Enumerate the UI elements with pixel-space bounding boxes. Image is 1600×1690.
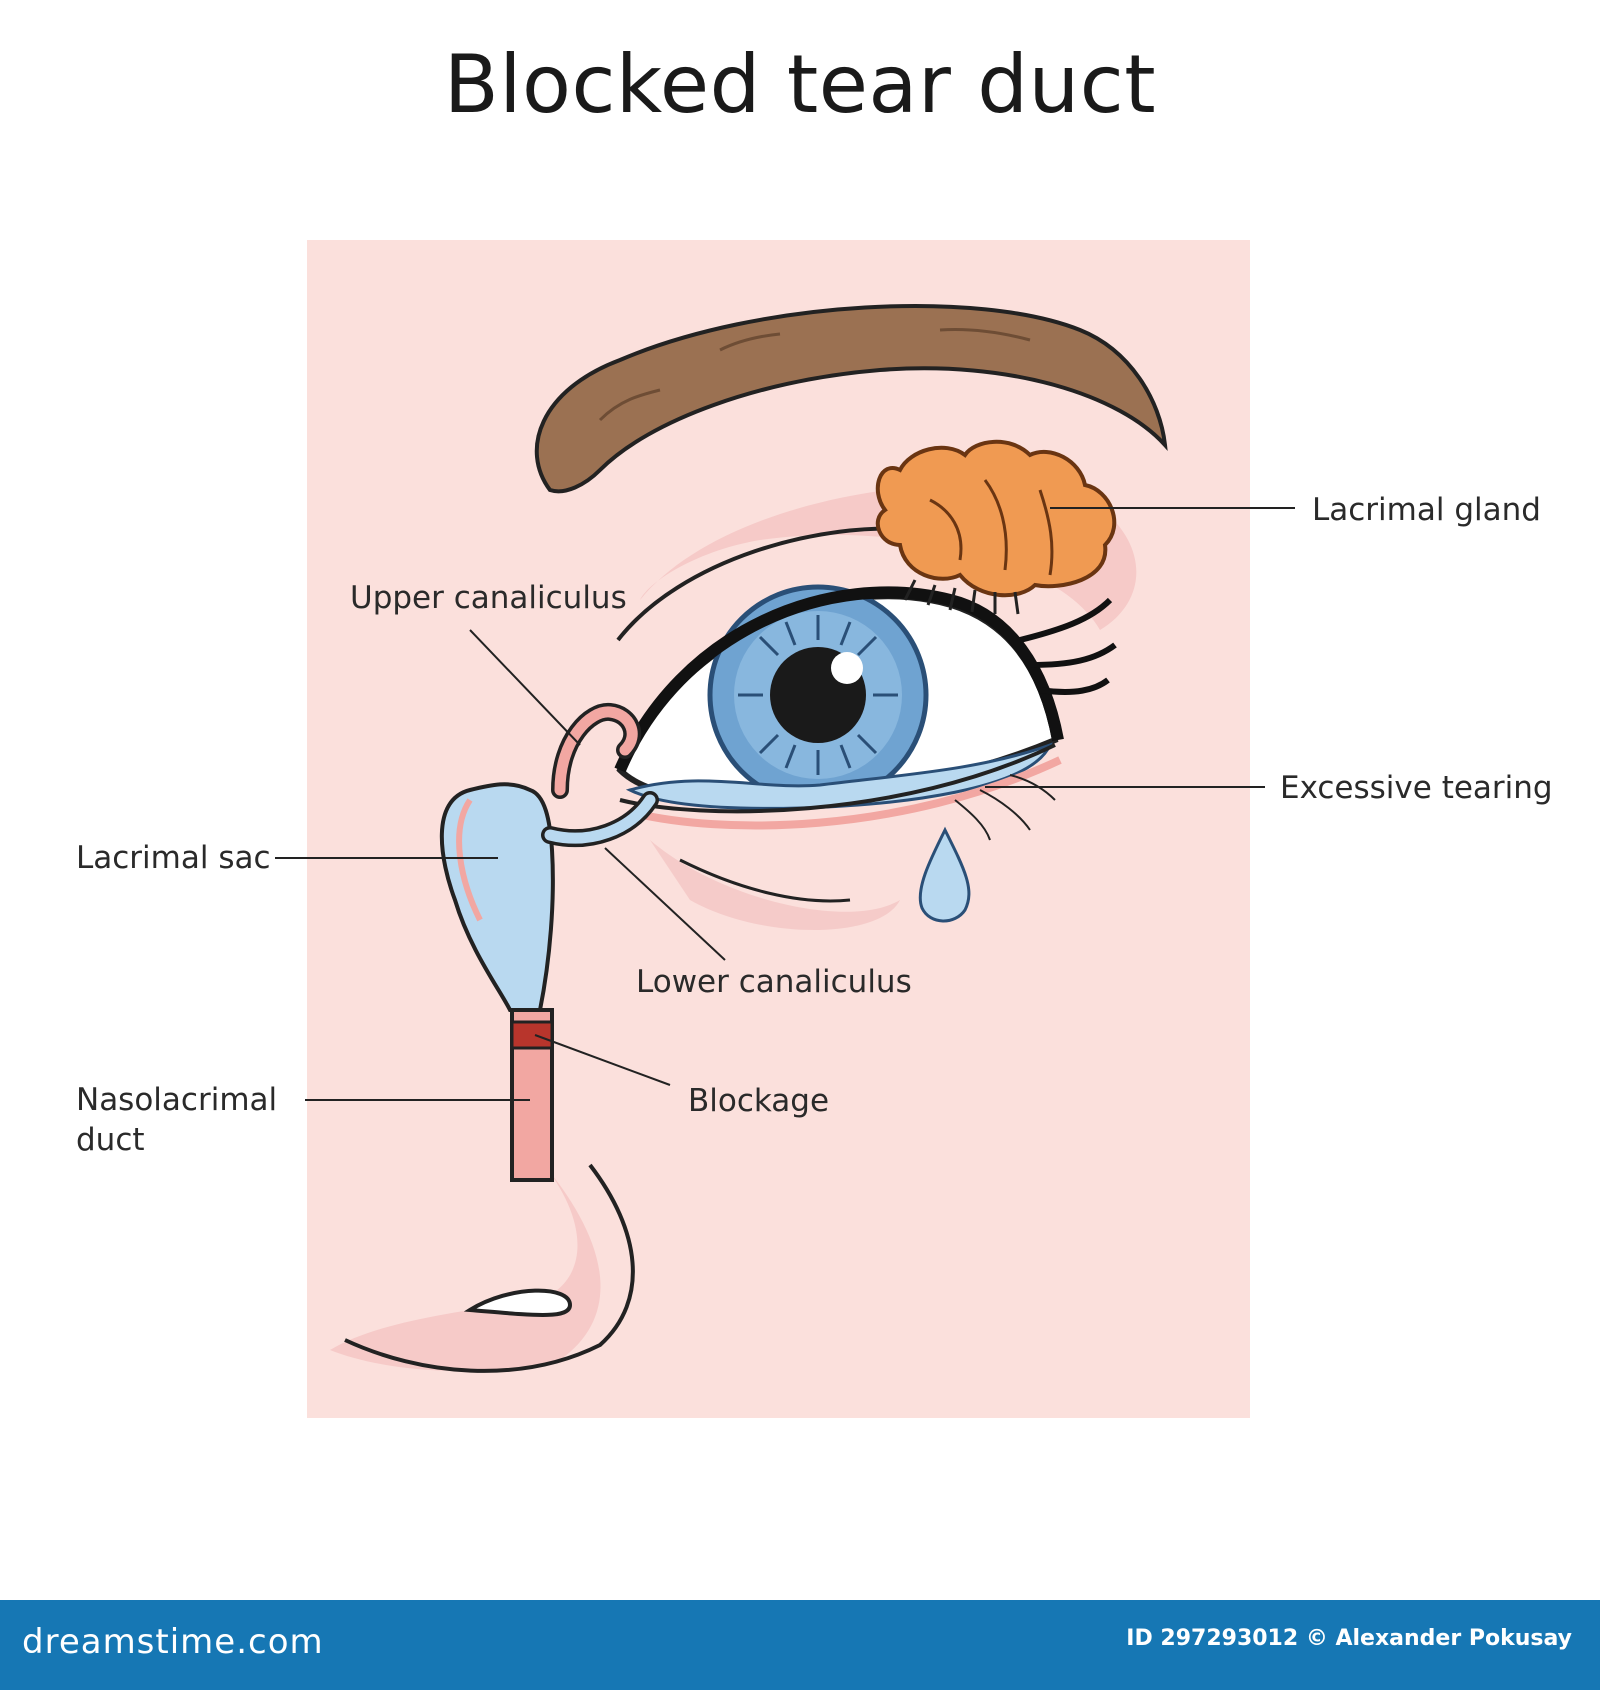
- label-lower-canaliculus: Lower canaliculus: [636, 964, 912, 1000]
- upper-lash-line: [614, 586, 1064, 773]
- lower-eye-crease: [679, 858, 851, 903]
- label-excessive-tearing: Excessive tearing: [1280, 770, 1553, 806]
- tear-pool: [625, 742, 1053, 810]
- label-nasolacrimal-duct-line1: Nasolacrimal: [76, 1082, 278, 1118]
- under-eye-shadow: [650, 840, 900, 930]
- footer-bar: dreamstime.com ID 297293012 © Alexander …: [0, 1600, 1600, 1690]
- tear-drop: [918, 826, 971, 923]
- eye-highlight: [831, 652, 863, 684]
- footer-logo: dreamstime.com: [22, 1622, 324, 1662]
- eye-anatomy-diagram: [275, 240, 1295, 1418]
- label-nasolacrimal-duct-line2: duct: [76, 1122, 145, 1158]
- leader-lower-canaliculus: [604, 847, 726, 961]
- leader-blockage: [534, 1034, 671, 1086]
- leader-upper-canaliculus: [469, 629, 581, 746]
- footer-credit: ID 297293012 © Alexander Pokusay: [1126, 1626, 1572, 1651]
- nostril: [463, 1288, 573, 1317]
- nose-outline: [344, 1163, 635, 1373]
- label-upper-canaliculus: Upper canaliculus: [350, 580, 627, 616]
- label-lacrimal-sac: Lacrimal sac: [76, 840, 271, 876]
- page-title: Blocked tear duct: [443, 38, 1157, 131]
- label-blockage: Blockage: [688, 1083, 830, 1119]
- blockage: [510, 1020, 554, 1050]
- lacrimal-gland: [875, 439, 1117, 598]
- nose-shadow: [330, 1160, 601, 1371]
- lacrimal-sac: [439, 782, 555, 1012]
- label-lacrimal-gland: Lacrimal gland: [1312, 492, 1541, 528]
- eyebrow: [534, 304, 1168, 494]
- lower-lid: [619, 743, 1056, 814]
